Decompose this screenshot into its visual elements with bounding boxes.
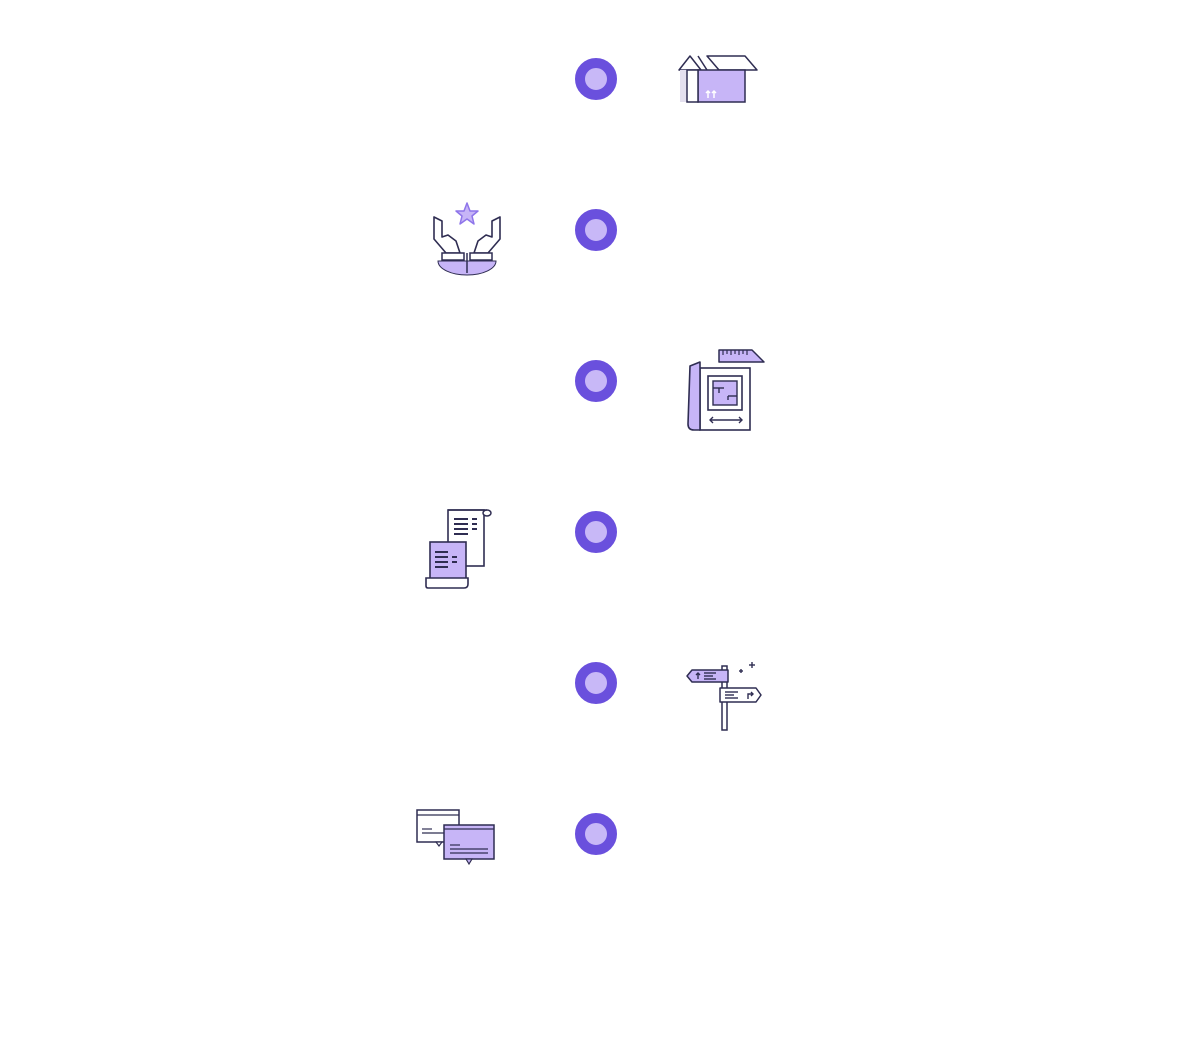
timeline-step-5 [0,604,1190,755]
timeline-node [575,58,617,100]
hands-star-icon [430,201,504,276]
timeline-node [575,209,617,251]
signpost-icon [686,660,766,732]
timeline-node [575,813,617,855]
scroll-documents-icon [424,506,494,590]
chat-windows-icon [416,809,496,867]
timeline-step-2 [0,151,1190,302]
timeline-node [575,662,617,704]
timeline-node [575,360,617,402]
blueprint-icon [686,348,766,432]
timeline-step-6 [0,755,1190,906]
timeline-step-4 [0,453,1190,604]
timeline-node [575,511,617,553]
timeline-step-1 [0,0,1190,151]
open-box-icon [678,52,761,106]
timeline-step-3 [0,302,1190,453]
